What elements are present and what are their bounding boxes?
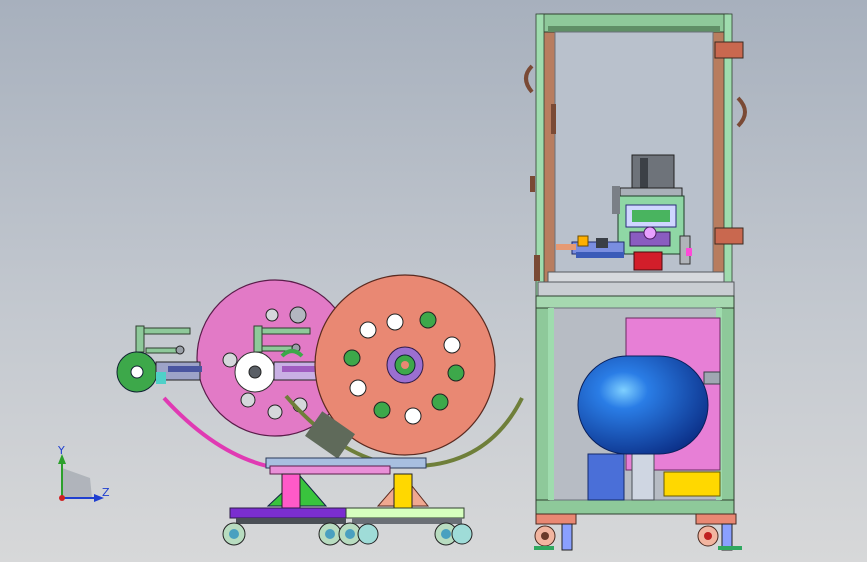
- press-assembly: [612, 154, 692, 271]
- hinge-bottom: [714, 227, 744, 245]
- door-handle-right: [736, 96, 747, 128]
- lower-frame-left-post: [535, 295, 551, 519]
- pink-reel: [196, 279, 354, 437]
- xyz-triad-icon: Y Z: [57, 444, 110, 502]
- green-spool: [116, 351, 202, 393]
- machine-cabinet: [524, 13, 747, 551]
- triad-y-label: Y: [57, 444, 65, 457]
- stand-wheels: [222, 522, 473, 546]
- parts-tray: [663, 471, 721, 497]
- air-tank: [577, 355, 709, 501]
- triad-z-label: Z: [102, 486, 110, 499]
- work-table: [547, 271, 725, 283]
- caster-right: [695, 513, 742, 551]
- door-handle-left: [524, 64, 534, 94]
- lower-frame-right-post: [719, 295, 735, 519]
- salmon-reel: [314, 274, 496, 456]
- reel-stand: [116, 274, 524, 546]
- hinge-top: [714, 41, 744, 59]
- feeder-assembly: [556, 235, 625, 258]
- white-spool: [234, 325, 321, 393]
- caster-left: [534, 513, 577, 551]
